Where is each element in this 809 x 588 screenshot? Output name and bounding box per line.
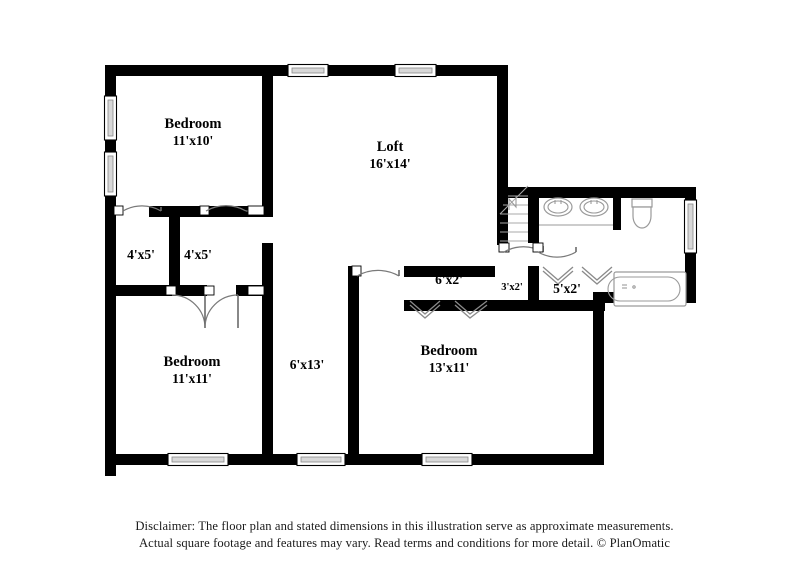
room-dim-bedroom-br: 13'x11' (429, 360, 470, 375)
staircase (499, 185, 529, 242)
disclaimer-line-2: Actual square footage and features may v… (138, 536, 671, 550)
wall-closet-bottom-right (180, 285, 207, 296)
door-bathroom (532, 242, 577, 258)
room-name-bedroom-tl: Bedroom (165, 116, 222, 132)
door-hall-bl (247, 285, 265, 296)
wall-closet-6x2-bottom (404, 300, 495, 311)
disclaimer: Disclaimer: The floor plan and stated di… (0, 518, 809, 552)
room-dim-bedroom-tl: 11'x10' (173, 133, 214, 148)
window-bottom-3 (421, 452, 473, 467)
wall-vanity-divider (613, 198, 621, 230)
wall-top-left (105, 65, 288, 76)
wall-bath-left (528, 198, 539, 243)
closet-dim-left-a: 4'x5' (127, 247, 155, 262)
toilet-icon (631, 198, 653, 229)
door-bedroom-br (351, 265, 400, 277)
wall-bottom-4 (472, 454, 604, 465)
wall-right-main-upper (497, 65, 508, 187)
wall-bath-right-lower (685, 253, 696, 303)
bathtub-icon (607, 271, 687, 307)
bifold-closet-6x2 (409, 300, 488, 319)
wall-bedroom-br-right (593, 292, 604, 465)
closet-dim-5x2: 5'x2' (553, 281, 581, 296)
window-top-2 (394, 63, 437, 78)
wall-top-mid (328, 65, 395, 76)
disclaimer-line-1: Disclaimer: The floor plan and stated di… (135, 519, 674, 533)
room-labels-group: Bedroom 11'x10' Loft 16'x14' Bedroom 11'… (127, 116, 581, 386)
room-label-bedroom-bottom-left: Bedroom 11'x11' (164, 354, 221, 386)
wall-left-between-windows (105, 140, 116, 152)
room-name-bedroom-br: Bedroom (421, 343, 478, 359)
wall-closet-3x2-right (528, 266, 539, 311)
room-name-loft: Loft (377, 139, 404, 155)
closet-dim-6x2: 6'x2' (435, 272, 463, 287)
wall-closet-divider (169, 206, 180, 296)
window-bottom-2 (296, 452, 346, 467)
bifold-closet-5x2 (542, 266, 613, 285)
windows-group (103, 63, 698, 467)
room-label-bedroom-bottom-right: Bedroom 13'x11' (421, 343, 478, 375)
wall-stairwell-left (497, 165, 508, 245)
wall-bottom-3 (345, 454, 422, 465)
closet-dim-left-b: 4'x5' (184, 247, 212, 262)
room-dim-bedroom-bl: 11'x11' (172, 371, 212, 386)
wall-bath-right-upper (685, 187, 696, 200)
door-bedroom-tl (247, 205, 265, 216)
wall-jamb-nub-1 (262, 243, 273, 266)
window-left-2 (103, 151, 118, 197)
closet-dim-3x2: 3'x2' (501, 282, 523, 293)
walls-group (105, 65, 696, 476)
door-closet-left-a (113, 205, 162, 216)
sink-right-icon (579, 197, 609, 217)
wall-left-lower (105, 196, 116, 476)
room-label-bedroom-top-left: Bedroom 11'x10' (165, 116, 222, 148)
window-left-1 (103, 95, 118, 141)
wall-top-right (436, 65, 508, 76)
wall-bath-top (497, 187, 696, 198)
wall-hall-left (262, 266, 273, 465)
wall-closet-bottom-left (105, 285, 169, 296)
window-bottom-1 (167, 452, 229, 467)
bathroom-fixtures (539, 197, 687, 307)
room-name-bedroom-bl: Bedroom (164, 354, 221, 370)
wall-bedroom-tl-right (262, 76, 273, 206)
wall-closet-header-right (207, 206, 273, 217)
hall-dim-6x13: 6'x13' (290, 357, 325, 372)
sink-left-icon (543, 197, 573, 217)
room-label-loft: Loft 16'x14' (369, 139, 410, 171)
wall-bottom-1 (105, 454, 168, 465)
wall-hall-right (348, 266, 359, 465)
window-right-1 (683, 199, 698, 254)
doors-group (113, 205, 613, 329)
door-closet-left-b-lower (203, 285, 239, 329)
room-dim-loft: 16'x14' (369, 156, 410, 171)
window-top-1 (287, 63, 329, 78)
wall-closet-5x2-bottom (495, 300, 605, 311)
wall-left-upper (105, 65, 116, 96)
wall-closet-6x2-top (404, 266, 495, 277)
